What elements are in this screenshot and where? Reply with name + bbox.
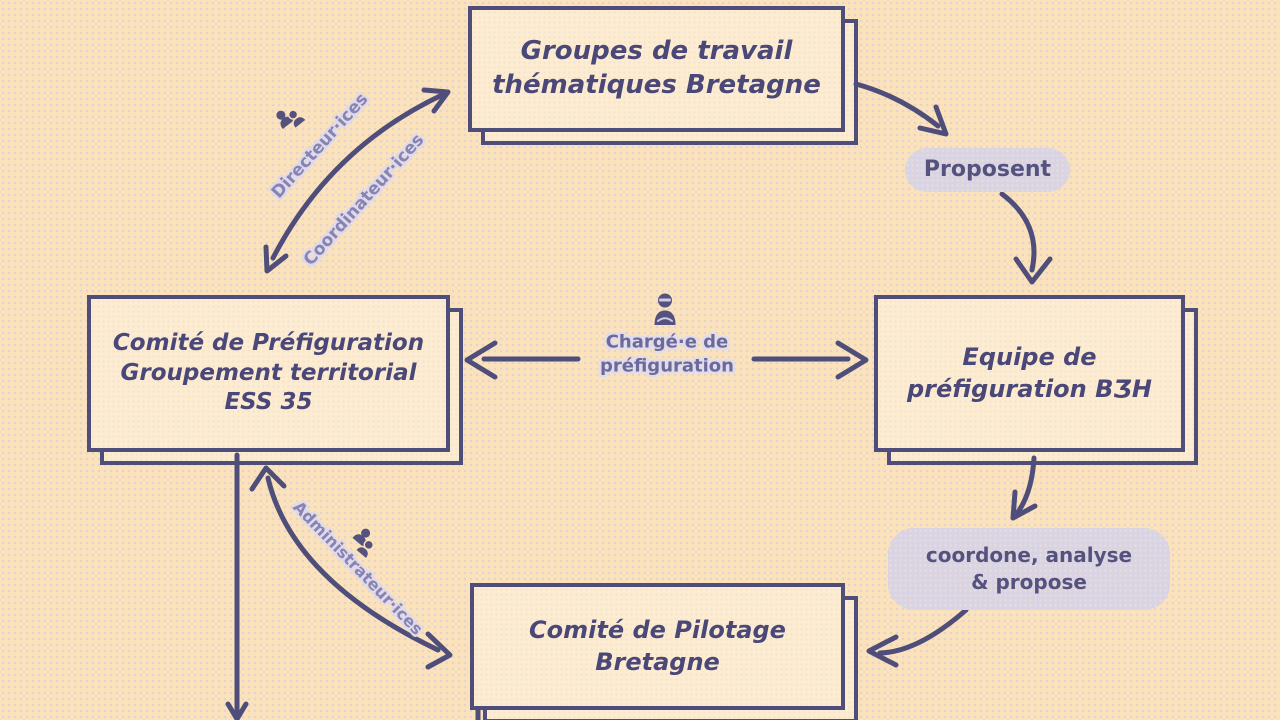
arrow-equipe-coordone	[1015, 455, 1037, 515]
pill-coordone-line1: coordone, analyse	[925, 543, 1133, 567]
pill-proposent: Proposent	[905, 148, 1070, 192]
pill-coordone: coordone, analyse & propose	[888, 528, 1170, 610]
arrowhead-down-offscreen	[225, 701, 249, 720]
node-equipe-line1: Equipe de	[962, 343, 1097, 372]
arrowhead-to-groupes	[421, 87, 451, 114]
person-icon	[652, 292, 678, 330]
arrowhead-to-comite35-bottom	[249, 465, 287, 492]
pill-proposent-label: Proposent	[923, 157, 1052, 183]
node-comite-prefiguration-35: Comité de Préfiguration Groupement terri…	[87, 295, 450, 452]
arrow-coordone-pilotage	[877, 607, 969, 656]
edge-label-chargee-line2: préfiguration	[600, 356, 734, 377]
arrowhead-to-comite35-right	[464, 340, 498, 380]
node-pilotage-line1: Comité de Pilotage	[529, 616, 786, 645]
arrowhead-to-pilotage-left	[425, 631, 453, 670]
arrow-proposent-equipe	[999, 191, 1037, 273]
node-groupes-line2: thématiques Bretagne	[492, 70, 821, 100]
node-equipe-prefiguration: Equipe de préfiguration BƷH	[874, 295, 1185, 452]
node-comite35-line3: ESS 35	[224, 389, 313, 416]
arrowhead-to-proposent	[917, 104, 949, 137]
node-comite35-line2: Groupement territorial	[120, 359, 417, 386]
node-comite35-line1: Comité de Préfiguration	[112, 329, 425, 356]
edge-label-administrateurices: Administrateur·ices	[289, 497, 427, 639]
arrowhead-to-equipe-left	[835, 340, 869, 380]
node-groupes-travail: Groupes de travail thématiques Bretagne	[468, 6, 845, 132]
edge-label-chargee: Chargé·e de préfiguration	[600, 331, 734, 380]
arrowhead-to-pilotage-right	[866, 634, 899, 668]
node-equipe-line2: préfiguration BƷH	[906, 374, 1153, 403]
node-comite-pilotage: Comité de Pilotage Bretagne	[470, 583, 845, 710]
arrowhead-to-comite35-top	[263, 244, 289, 274]
people-pair-icon	[269, 98, 312, 142]
arrow-groupes-proposent	[853, 81, 941, 129]
arrowhead-to-equipe-top	[1013, 256, 1053, 285]
node-pilotage-line2: Bretagne	[595, 647, 720, 676]
edge-label-chargee-line1: Chargé·e de	[605, 331, 729, 353]
node-groupes-line1: Groupes de travail	[520, 36, 793, 67]
pill-coordone-line2: & propose	[971, 570, 1087, 594]
arrowhead-to-coordone	[1010, 489, 1038, 521]
